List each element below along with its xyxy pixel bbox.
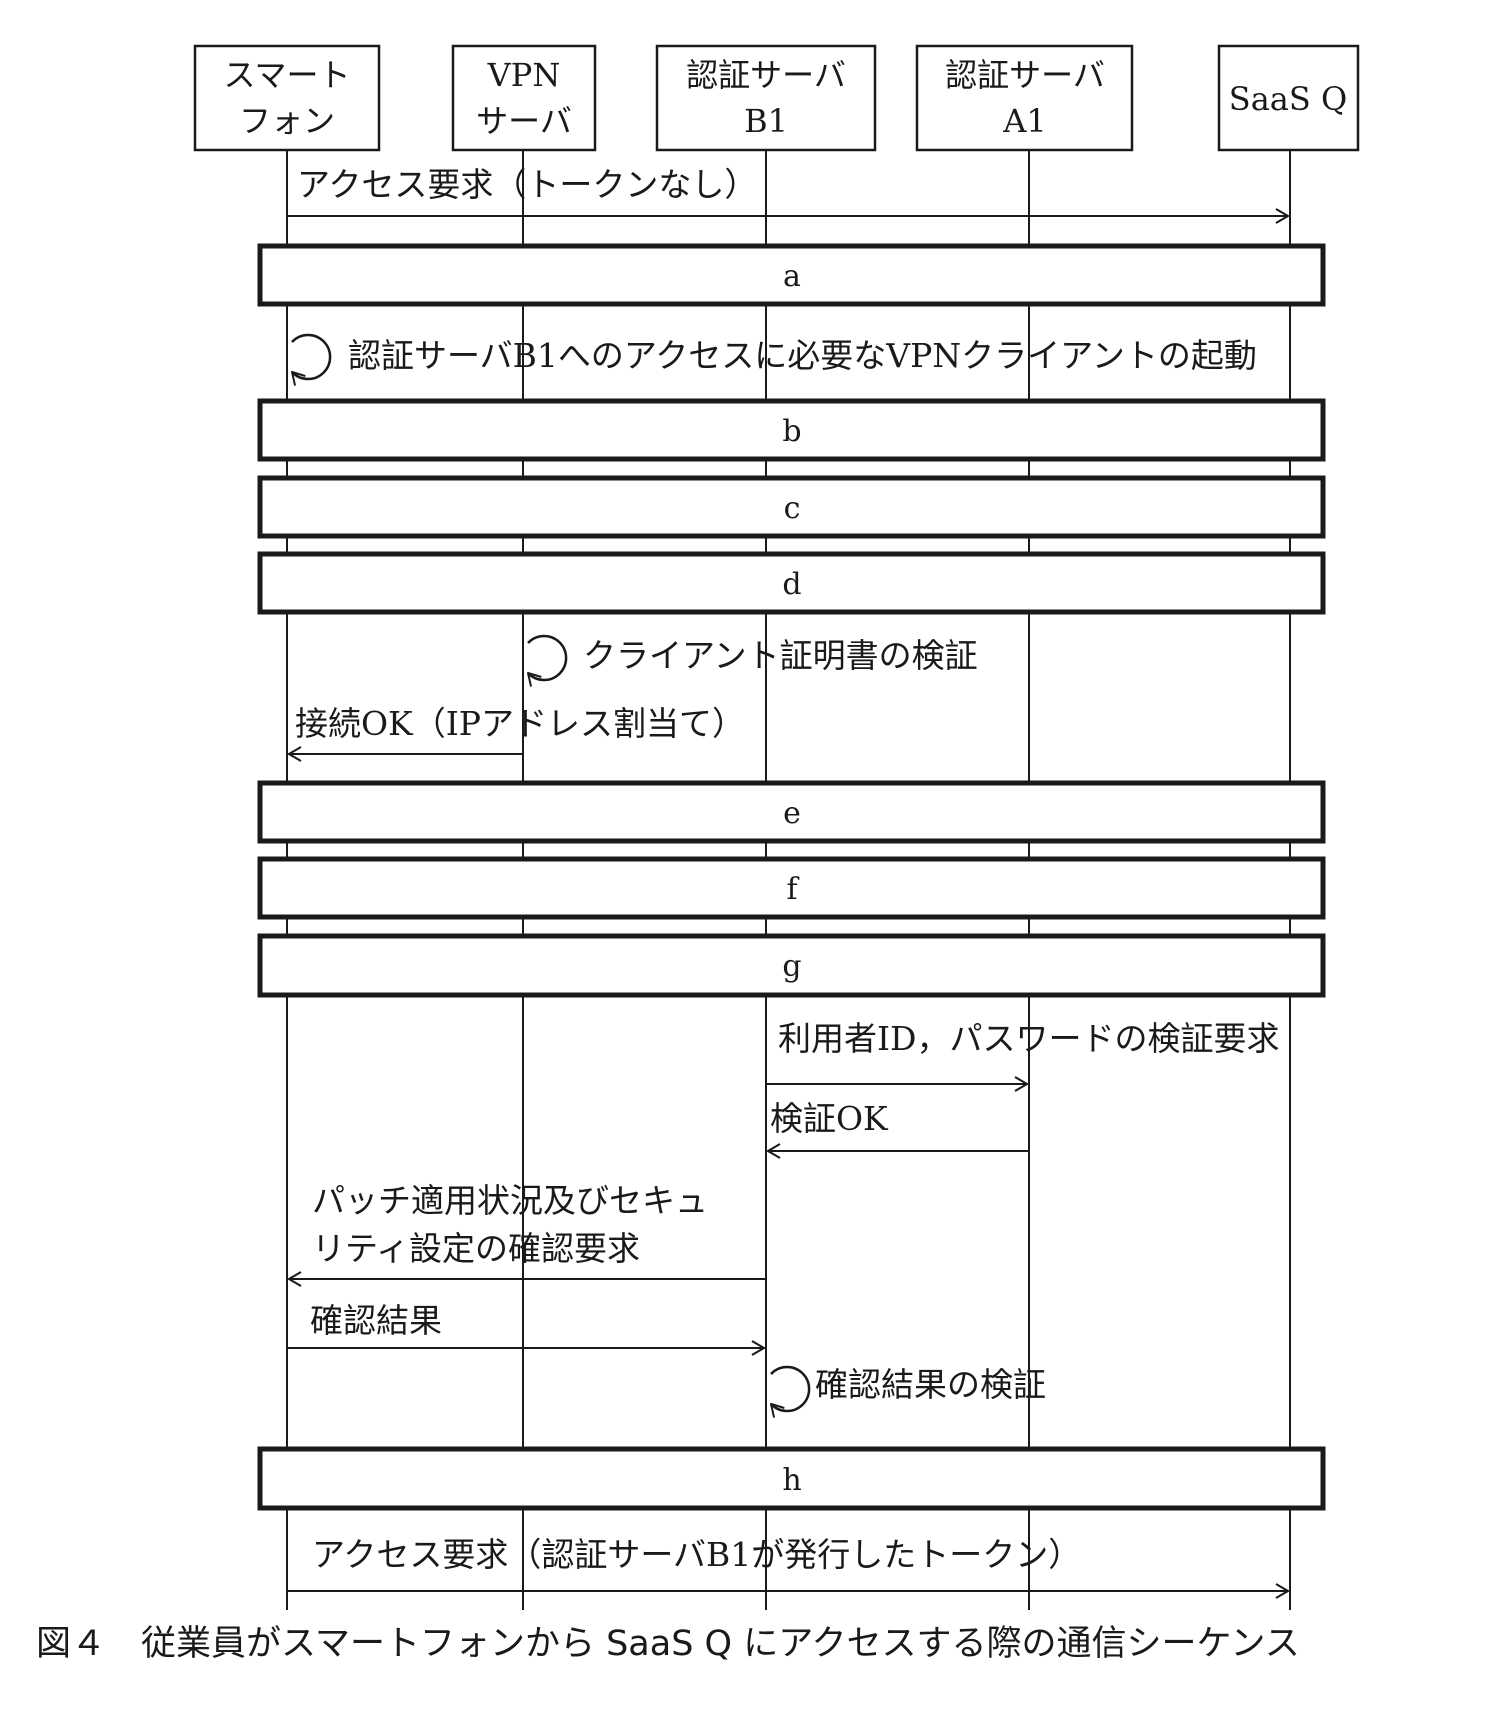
self-loop-vpn-server	[528, 634, 568, 680]
message-label: アクセス要求（認証サーバB1が発行したトークン）	[312, 1535, 1081, 1574]
blank-box-f	[257, 856, 1326, 920]
message-label: 利用者ID，パスワードの検証要求	[778, 1019, 1280, 1058]
participant-saas-q	[1217, 44, 1360, 152]
blank-label-g: g	[782, 949, 801, 984]
message-label: パッチ適用状況及びセキュ	[312, 1181, 708, 1220]
participant-label: サーバ	[476, 102, 572, 140]
blank-label-c: c	[784, 491, 801, 526]
blank-label-f: f	[786, 872, 799, 907]
participant-auth-server-b1	[655, 44, 877, 152]
blank-label-d: d	[782, 567, 801, 602]
blank-box-e	[257, 780, 1326, 844]
participant-auth-server-a1	[915, 44, 1134, 152]
participant-vpn-server	[451, 44, 597, 152]
blank-label-e: e	[783, 796, 801, 831]
participant-label: スマート	[223, 56, 350, 94]
participant-label: 認証サーバ	[945, 56, 1105, 94]
message-label: アクセス要求（トークンなし）	[297, 165, 757, 204]
participant-label: フォン	[239, 102, 335, 140]
blank-box-c	[257, 475, 1326, 539]
blank-label-h: h	[782, 1463, 801, 1498]
blank-box-g	[257, 933, 1326, 998]
message-label: 確認結果	[310, 1301, 442, 1340]
self-loop-smartphone	[292, 333, 332, 379]
participant-label: A1	[1002, 102, 1046, 140]
blank-label-b: b	[782, 414, 801, 449]
message-label: クライアント証明書の検証	[583, 636, 978, 675]
blank-box-b	[257, 398, 1326, 462]
message-label: 検証OK	[770, 1099, 889, 1138]
blank-box-h	[257, 1446, 1326, 1511]
blank-box-d	[257, 551, 1326, 615]
self-loop-auth-server-b1	[771, 1365, 811, 1411]
message-label: リティ設定の確認要求	[312, 1229, 640, 1268]
blank-box-a	[257, 243, 1326, 307]
blank-label-a: a	[783, 259, 801, 294]
message-label: 確認結果の検証	[815, 1365, 1046, 1404]
figure-caption: 図４ 従業員がスマートフォンから SaaS Q にアクセスする際の通信シーケンス	[36, 1624, 1300, 1664]
participant-label: B1	[744, 102, 788, 140]
participant-label: 認証サーバ	[686, 56, 846, 94]
participant-label: VPN	[487, 56, 561, 94]
message-label: 認証サーバB1へのアクセスに必要なVPNクライアントの起動	[348, 336, 1257, 375]
message-label: 接続OK（IPアドレス割当て）	[295, 704, 745, 743]
participant-label: SaaS Q	[1229, 80, 1347, 118]
participant-smartphone	[193, 44, 381, 152]
